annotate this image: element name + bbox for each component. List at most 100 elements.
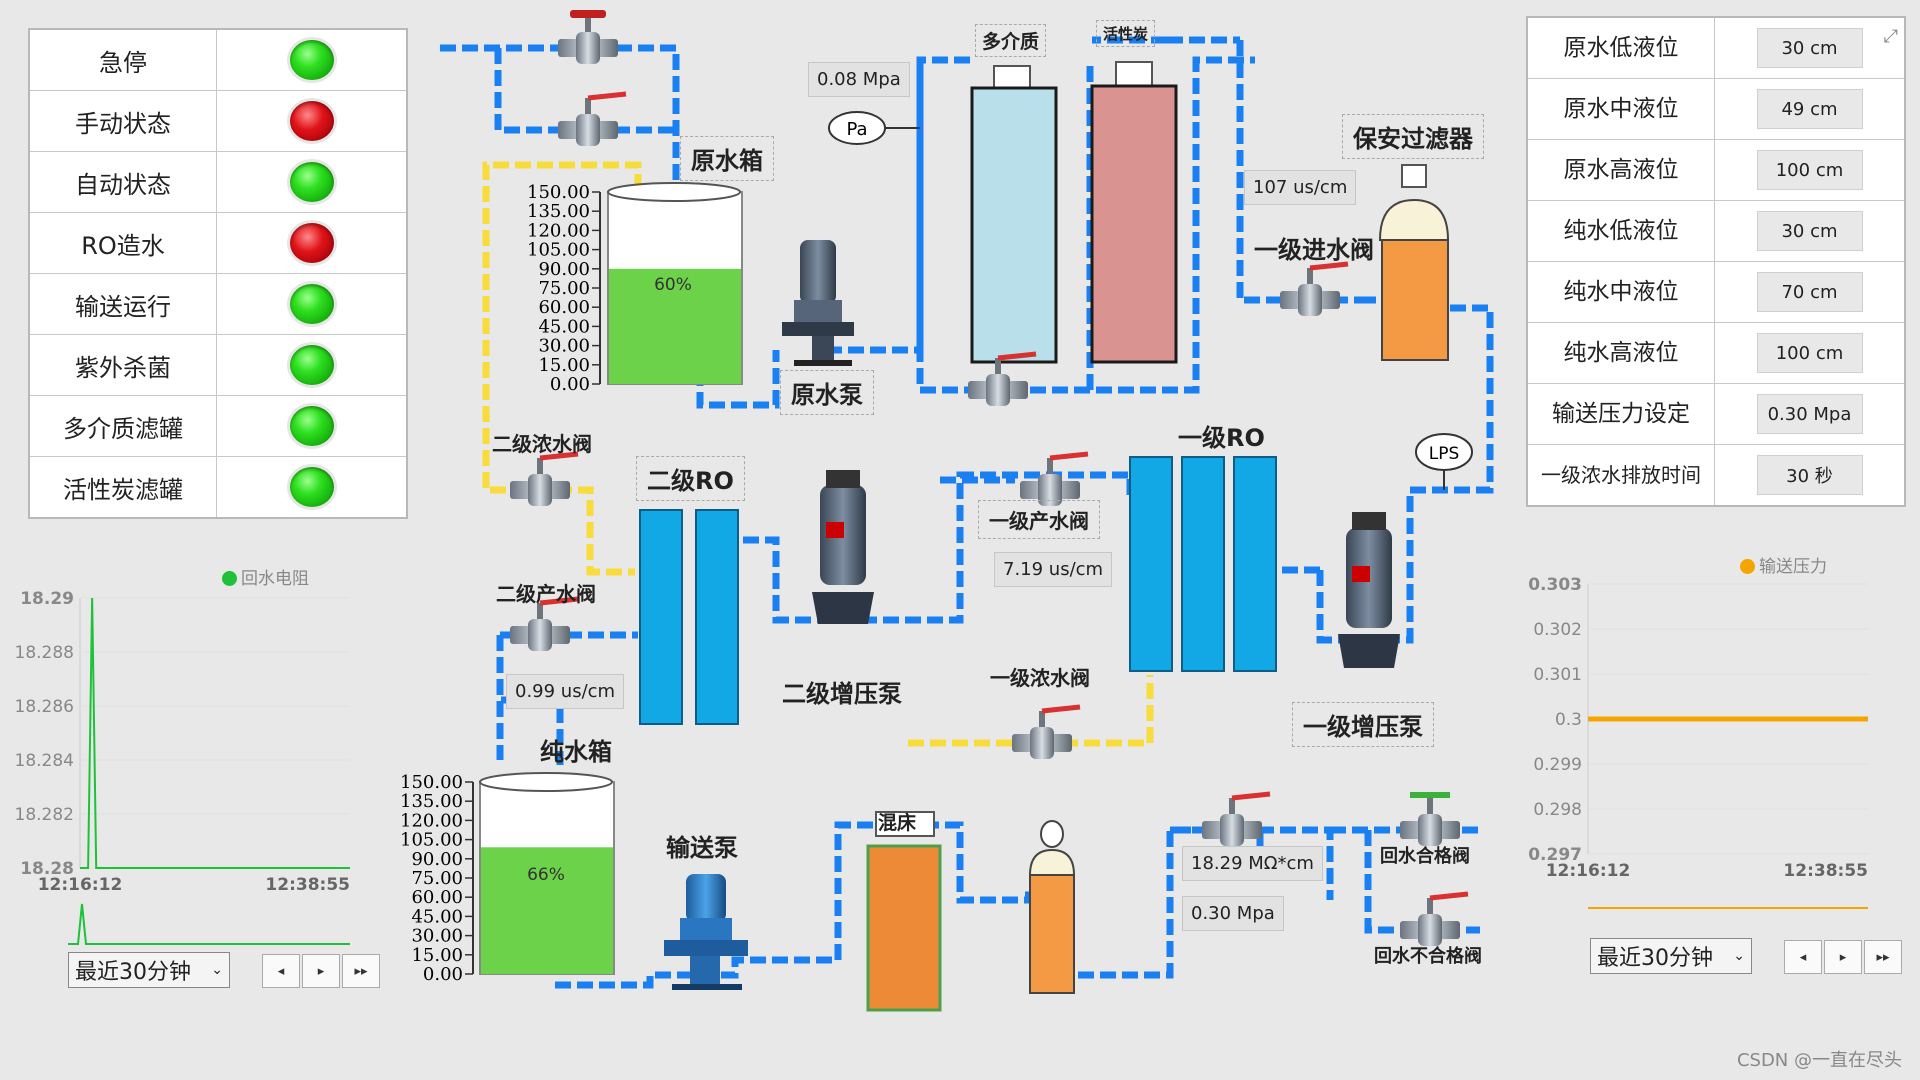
stage2-prod-valve-icon[interactable] — [510, 596, 579, 651]
setting-value-input[interactable]: 100 cm — [1756, 150, 1863, 190]
raw-water-pump-icon[interactable] — [782, 240, 854, 366]
stage1-prod-valve-title: 一级产水阀 — [978, 500, 1100, 539]
delivery-pump-icon[interactable] — [664, 874, 748, 990]
setting-row: 输送压力设定 0.30 Mpa — [1528, 384, 1904, 445]
scale-tick-label: 150.00 — [527, 182, 590, 203]
setting-value-input[interactable]: 49 cm — [1756, 89, 1863, 129]
stage1-inlet-valve-icon[interactable] — [1280, 261, 1349, 316]
setting-label: 输送压力设定 — [1528, 384, 1715, 444]
status-led-cell — [217, 213, 406, 273]
status-label: 多介质滤罐 — [30, 396, 217, 456]
return-ng-valve-icon[interactable] — [1400, 891, 1469, 946]
status-led-cell — [217, 396, 406, 456]
stage1-booster-title: 一级增压泵 — [1292, 702, 1434, 747]
scale-tick-label: 75.00 — [538, 278, 590, 299]
select-value: 最近30分钟 — [75, 960, 191, 985]
next-button-right[interactable]: ▸ — [1824, 940, 1862, 974]
status-led-cell — [217, 335, 406, 395]
end-button-right[interactable]: ▸▸ — [1864, 940, 1902, 974]
y-tick-label: 0.298 — [1533, 800, 1582, 820]
raw-tank-scale: 150.00135.00120.00105.0090.0075.0060.004… — [527, 182, 600, 395]
status-row: 输送运行 — [30, 274, 406, 335]
status-row: 急停 — [30, 30, 406, 91]
stage2-prod-valve-title: 二级产水阀 — [496, 582, 596, 606]
scale-tick-label: 135.00 — [527, 201, 590, 222]
activated-carbon-filter — [1090, 61, 1178, 364]
stage1-prod-valve-icon[interactable] — [1020, 451, 1089, 506]
setting-value-input[interactable]: 30 cm — [1756, 211, 1863, 251]
multi-media-filter — [970, 65, 1058, 364]
setting-label: 原水中液位 — [1528, 79, 1715, 139]
setting-value-input[interactable]: 30 秒 — [1756, 455, 1863, 495]
series-line — [80, 597, 350, 869]
prev-button-left[interactable]: ◂ — [262, 954, 300, 988]
range-select-left[interactable]: 最近30分钟⌄ — [68, 952, 230, 988]
setting-label: 纯水高液位 — [1528, 323, 1715, 383]
status-row: 多介质滤罐 — [30, 396, 406, 457]
setting-row: 纯水高液位 100 cm — [1528, 323, 1904, 384]
return-resistance-chart: 18.2918.28818.28618.28418.28218.2812:16:… — [15, 589, 350, 945]
setting-value-cell: 30 cm — [1715, 201, 1904, 261]
status-row: 活性炭滤罐 — [30, 457, 406, 517]
status-led-cell — [217, 457, 406, 517]
carbon-bottom-valve-icon[interactable] — [968, 351, 1037, 406]
raw-water-tank — [599, 182, 743, 385]
status-led-icon — [289, 223, 334, 263]
pipes-yellow — [482, 161, 1154, 747]
y-tick-label: 0.3 — [1555, 710, 1582, 730]
y-tick-label: 0.299 — [1533, 755, 1582, 775]
x-tick-label: 12:38:55 — [1783, 861, 1868, 881]
setting-value-input[interactable]: 0.30 Mpa — [1756, 394, 1863, 434]
left-chart-legend: 回水电阻 — [222, 564, 309, 589]
setting-value-input[interactable]: 100 cm — [1756, 333, 1863, 373]
scale-tick-label: 105.00 — [527, 240, 590, 261]
legend-dot-icon — [222, 571, 237, 586]
stage1-conc-valve-icon[interactable] — [1012, 704, 1081, 759]
scale-tick-label: 120.00 — [527, 220, 590, 241]
range-select-right[interactable]: 最近30分钟⌄ — [1590, 938, 1752, 974]
valves[interactable] — [510, 10, 1469, 946]
delivery-pump-title: 输送泵 — [666, 834, 738, 862]
status-led-icon — [289, 406, 334, 446]
status-led-icon — [289, 467, 334, 507]
y-tick-label: 18.29 — [20, 589, 74, 609]
status-led-icon — [289, 162, 334, 202]
return-resistivity-valve-icon[interactable] — [1202, 791, 1271, 846]
top-valve-2-icon[interactable] — [558, 91, 627, 146]
legend-label: 回水电阻 — [241, 569, 309, 589]
expand-icon[interactable]: ⤢ — [1883, 26, 1898, 47]
watermark: CSDN @一直在尽头 — [1736, 1050, 1902, 1071]
setting-value-input[interactable]: 70 cm — [1756, 272, 1863, 312]
navigator-line — [68, 903, 350, 945]
multi-media-title: 多介质 — [975, 24, 1047, 57]
setting-value-cell: 30 cm — [1715, 18, 1904, 78]
legend-dot-icon — [1740, 559, 1755, 574]
return-ng-valve-title: 回水不合格阀 — [1374, 946, 1482, 967]
conductivity-filter-readout: 107 us/cm — [1244, 170, 1357, 205]
top-valve-1-icon[interactable] — [558, 10, 618, 64]
y-tick-label: 18.28 — [20, 859, 74, 879]
scale-tick-label: 30.00 — [411, 926, 463, 947]
stage1-booster-pump-icon[interactable] — [1338, 512, 1400, 668]
return-ok-valve-icon[interactable] — [1400, 792, 1460, 846]
lps-label: LPS — [1429, 444, 1460, 464]
setting-value-input[interactable]: 30 cm — [1756, 28, 1863, 68]
pressure-gauge-icon: Pa — [828, 111, 920, 145]
stage2-booster-pump-icon[interactable] — [812, 470, 874, 624]
stage2-conc-valve-icon[interactable] — [510, 451, 579, 506]
x-tick-label: 12:16:12 — [38, 875, 123, 895]
security-filter-title: 保安过滤器 — [1342, 114, 1484, 159]
y-tick-label: 18.284 — [15, 751, 74, 771]
delivery-pressure-readout: 0.30 Mpa — [1182, 896, 1284, 931]
raw-tank-title: 原水箱 — [680, 136, 774, 181]
end-button-left[interactable]: ▸▸ — [342, 954, 380, 988]
setting-value-cell: 0.30 Mpa — [1715, 384, 1904, 444]
status-row: RO造水 — [30, 213, 406, 274]
prev-button-right[interactable]: ◂ — [1784, 940, 1822, 974]
next-button-left[interactable]: ▸ — [302, 954, 340, 988]
